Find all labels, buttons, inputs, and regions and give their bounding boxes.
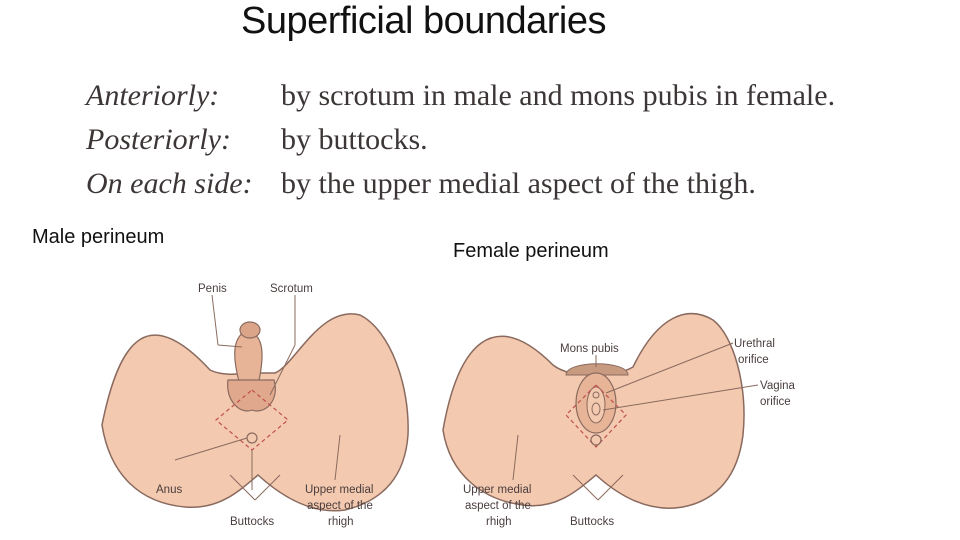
- mons-pubis-shape: [565, 363, 629, 376]
- boundary-row-anterior: Anteriorly: by scrotum in male and mons …: [86, 74, 946, 118]
- boundary-description: by buttocks.: [281, 123, 428, 156]
- label-anus: Anus: [156, 484, 182, 496]
- boundary-description: by the upper medial aspect of the thigh.: [281, 167, 756, 200]
- vaginal-orifice-shape: [591, 402, 601, 416]
- perineum-illustration: Penis Scrotum Anus Upper medial aspect o…: [101, 283, 796, 528]
- boundary-term: Posteriorly:: [86, 123, 231, 156]
- label-vagina-1: Vagina: [760, 380, 796, 392]
- boundary-term: Anteriorly:: [86, 79, 220, 112]
- label-vagina-2: orifice: [760, 396, 791, 408]
- female-perineum-heading: Female perineum: [453, 240, 609, 262]
- label-penis: Penis: [198, 283, 227, 295]
- boundaries-list: Anteriorly: by scrotum in male and mons …: [86, 74, 946, 206]
- female-anus-shape: [590, 434, 602, 446]
- label-urethral-2: orifice: [738, 354, 769, 366]
- boundary-row-side: On each side: by the upper medial aspect…: [86, 162, 946, 206]
- label-thigh-2: aspect of the: [465, 500, 531, 512]
- scrotum-shape: [227, 379, 276, 412]
- glans-shape: [239, 321, 261, 339]
- label-thigh-1: Upper medial: [305, 484, 373, 496]
- label-mons-pubis: Mons pubis: [560, 343, 619, 355]
- boundary-term: On each side:: [86, 167, 253, 200]
- label-thigh-3: rhigh: [486, 516, 512, 528]
- female-figure: Mons pubis Urethral orifice Vagina orifi…: [442, 312, 796, 528]
- label-thigh-1: Upper medial: [463, 484, 531, 496]
- label-urethral-1: Urethral: [734, 338, 775, 350]
- female-perineum-diamond: [565, 384, 627, 448]
- male-figure: Penis Scrotum Anus Upper medial aspect o…: [101, 283, 409, 528]
- label-thigh-3: rhigh: [328, 516, 354, 528]
- labia-minora-shape: [586, 386, 606, 424]
- boundary-row-posterior: Posteriorly: by buttocks.: [86, 118, 946, 162]
- male-perineum-heading: Male perineum: [32, 226, 165, 248]
- male-body-shape: [101, 313, 409, 512]
- urethral-orifice-shape: [592, 391, 600, 399]
- label-buttocks: Buttocks: [230, 516, 274, 528]
- slide-title: Superficial boundaries: [241, 0, 607, 42]
- boundary-description: by scrotum in male and mons pubis in fem…: [281, 79, 836, 112]
- label-thigh-2: aspect of the: [307, 500, 373, 512]
- label-buttocks: Buttocks: [570, 516, 614, 528]
- label-scrotum: Scrotum: [270, 283, 313, 295]
